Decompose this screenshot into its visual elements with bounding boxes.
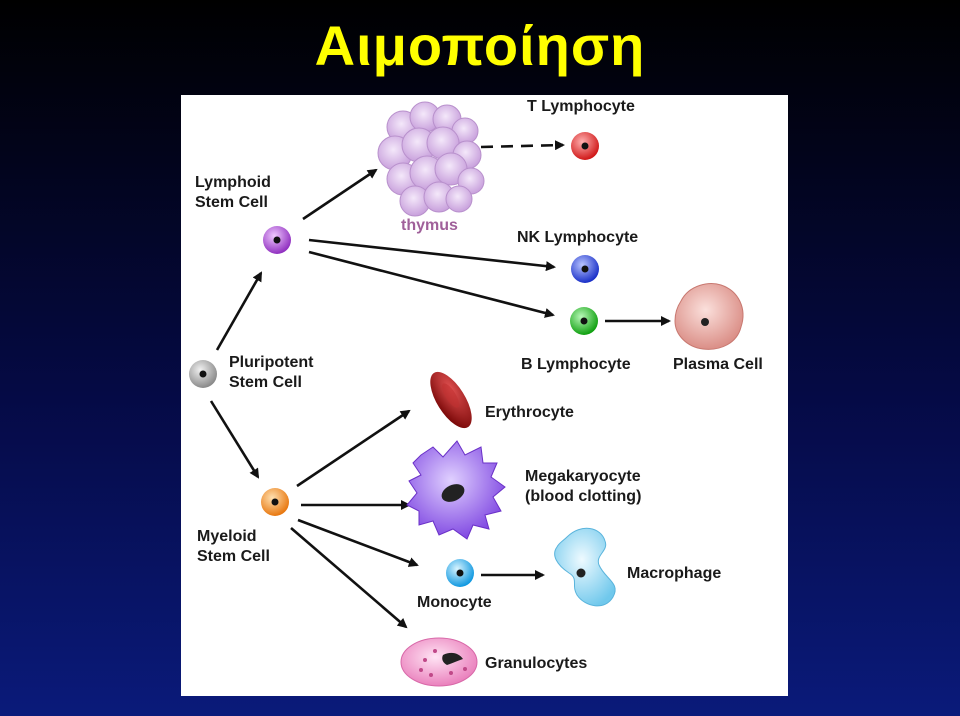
arrow-lymphoid-to-b: [308, 250, 555, 318]
label-monocyte: Monocyte: [417, 594, 492, 611]
plasma-cell-shape: [674, 283, 744, 350]
label-megakaryocyte: Megakaryocyte (blood clotting): [525, 468, 642, 505]
label-t-lymphocyte: T Lymphocyte: [527, 98, 635, 115]
label-nk-lymphocyte: NK Lymphocyte: [517, 229, 639, 246]
arrow-myeloid-to-granulocytes: [290, 527, 408, 629]
arrow-thymus-to-t-lymphocyte: [480, 140, 565, 151]
label-plasma-cell: Plasma Cell: [673, 356, 763, 373]
label-erythrocyte: Erythrocyte: [485, 404, 574, 421]
lymphoid-stem-cell: [263, 226, 291, 254]
thymus-illustration: [377, 101, 485, 217]
erythrocyte-shape: [430, 371, 472, 429]
label-lymphoid-stem-cell: Lymphoid Stem Cell: [195, 174, 271, 211]
arrows: [209, 140, 671, 629]
granulocyte-shape: [400, 637, 478, 687]
label-myeloid-stem-cell: Myeloid Stem Cell: [197, 528, 270, 565]
label-pluripotent-stem-cell: Pluripotent Stem Cell: [229, 354, 314, 391]
slide-title: Αιμοποίηση: [314, 14, 646, 77]
b-lymphocyte-cell: [570, 307, 598, 335]
pluripotent-stem-cell: [189, 360, 217, 388]
arrow-myeloid-to-erythrocyte: [296, 409, 411, 488]
arrow-myeloid-to-monocyte: [297, 518, 419, 567]
label-granulocytes: Granulocytes: [485, 655, 588, 672]
t-lymphocyte-cell: [571, 132, 599, 160]
arrow-pluripotent-to-myeloid: [209, 400, 260, 479]
arrow-lymphoid-to-thymus: [302, 168, 378, 221]
nk-lymphocyte-cell: [571, 255, 599, 283]
macrophage-shape: [554, 527, 616, 607]
diagram-canvas: [189, 101, 744, 687]
monocyte-cell: [446, 559, 474, 587]
megakaryocyte-shape: [406, 440, 506, 540]
label-thymus: thymus: [401, 217, 458, 234]
arrow-pluripotent-to-lymphoid: [215, 271, 263, 351]
hematopoiesis-diagram: T Lymphocyte Lymphoid Stem Cell thymus N…: [181, 95, 788, 696]
label-b-lymphocyte: B Lymphocyte: [521, 356, 631, 373]
arrow-lymphoid-to-nk: [308, 238, 556, 272]
label-macrophage: Macrophage: [627, 565, 722, 582]
myeloid-stem-cell: [261, 488, 289, 516]
